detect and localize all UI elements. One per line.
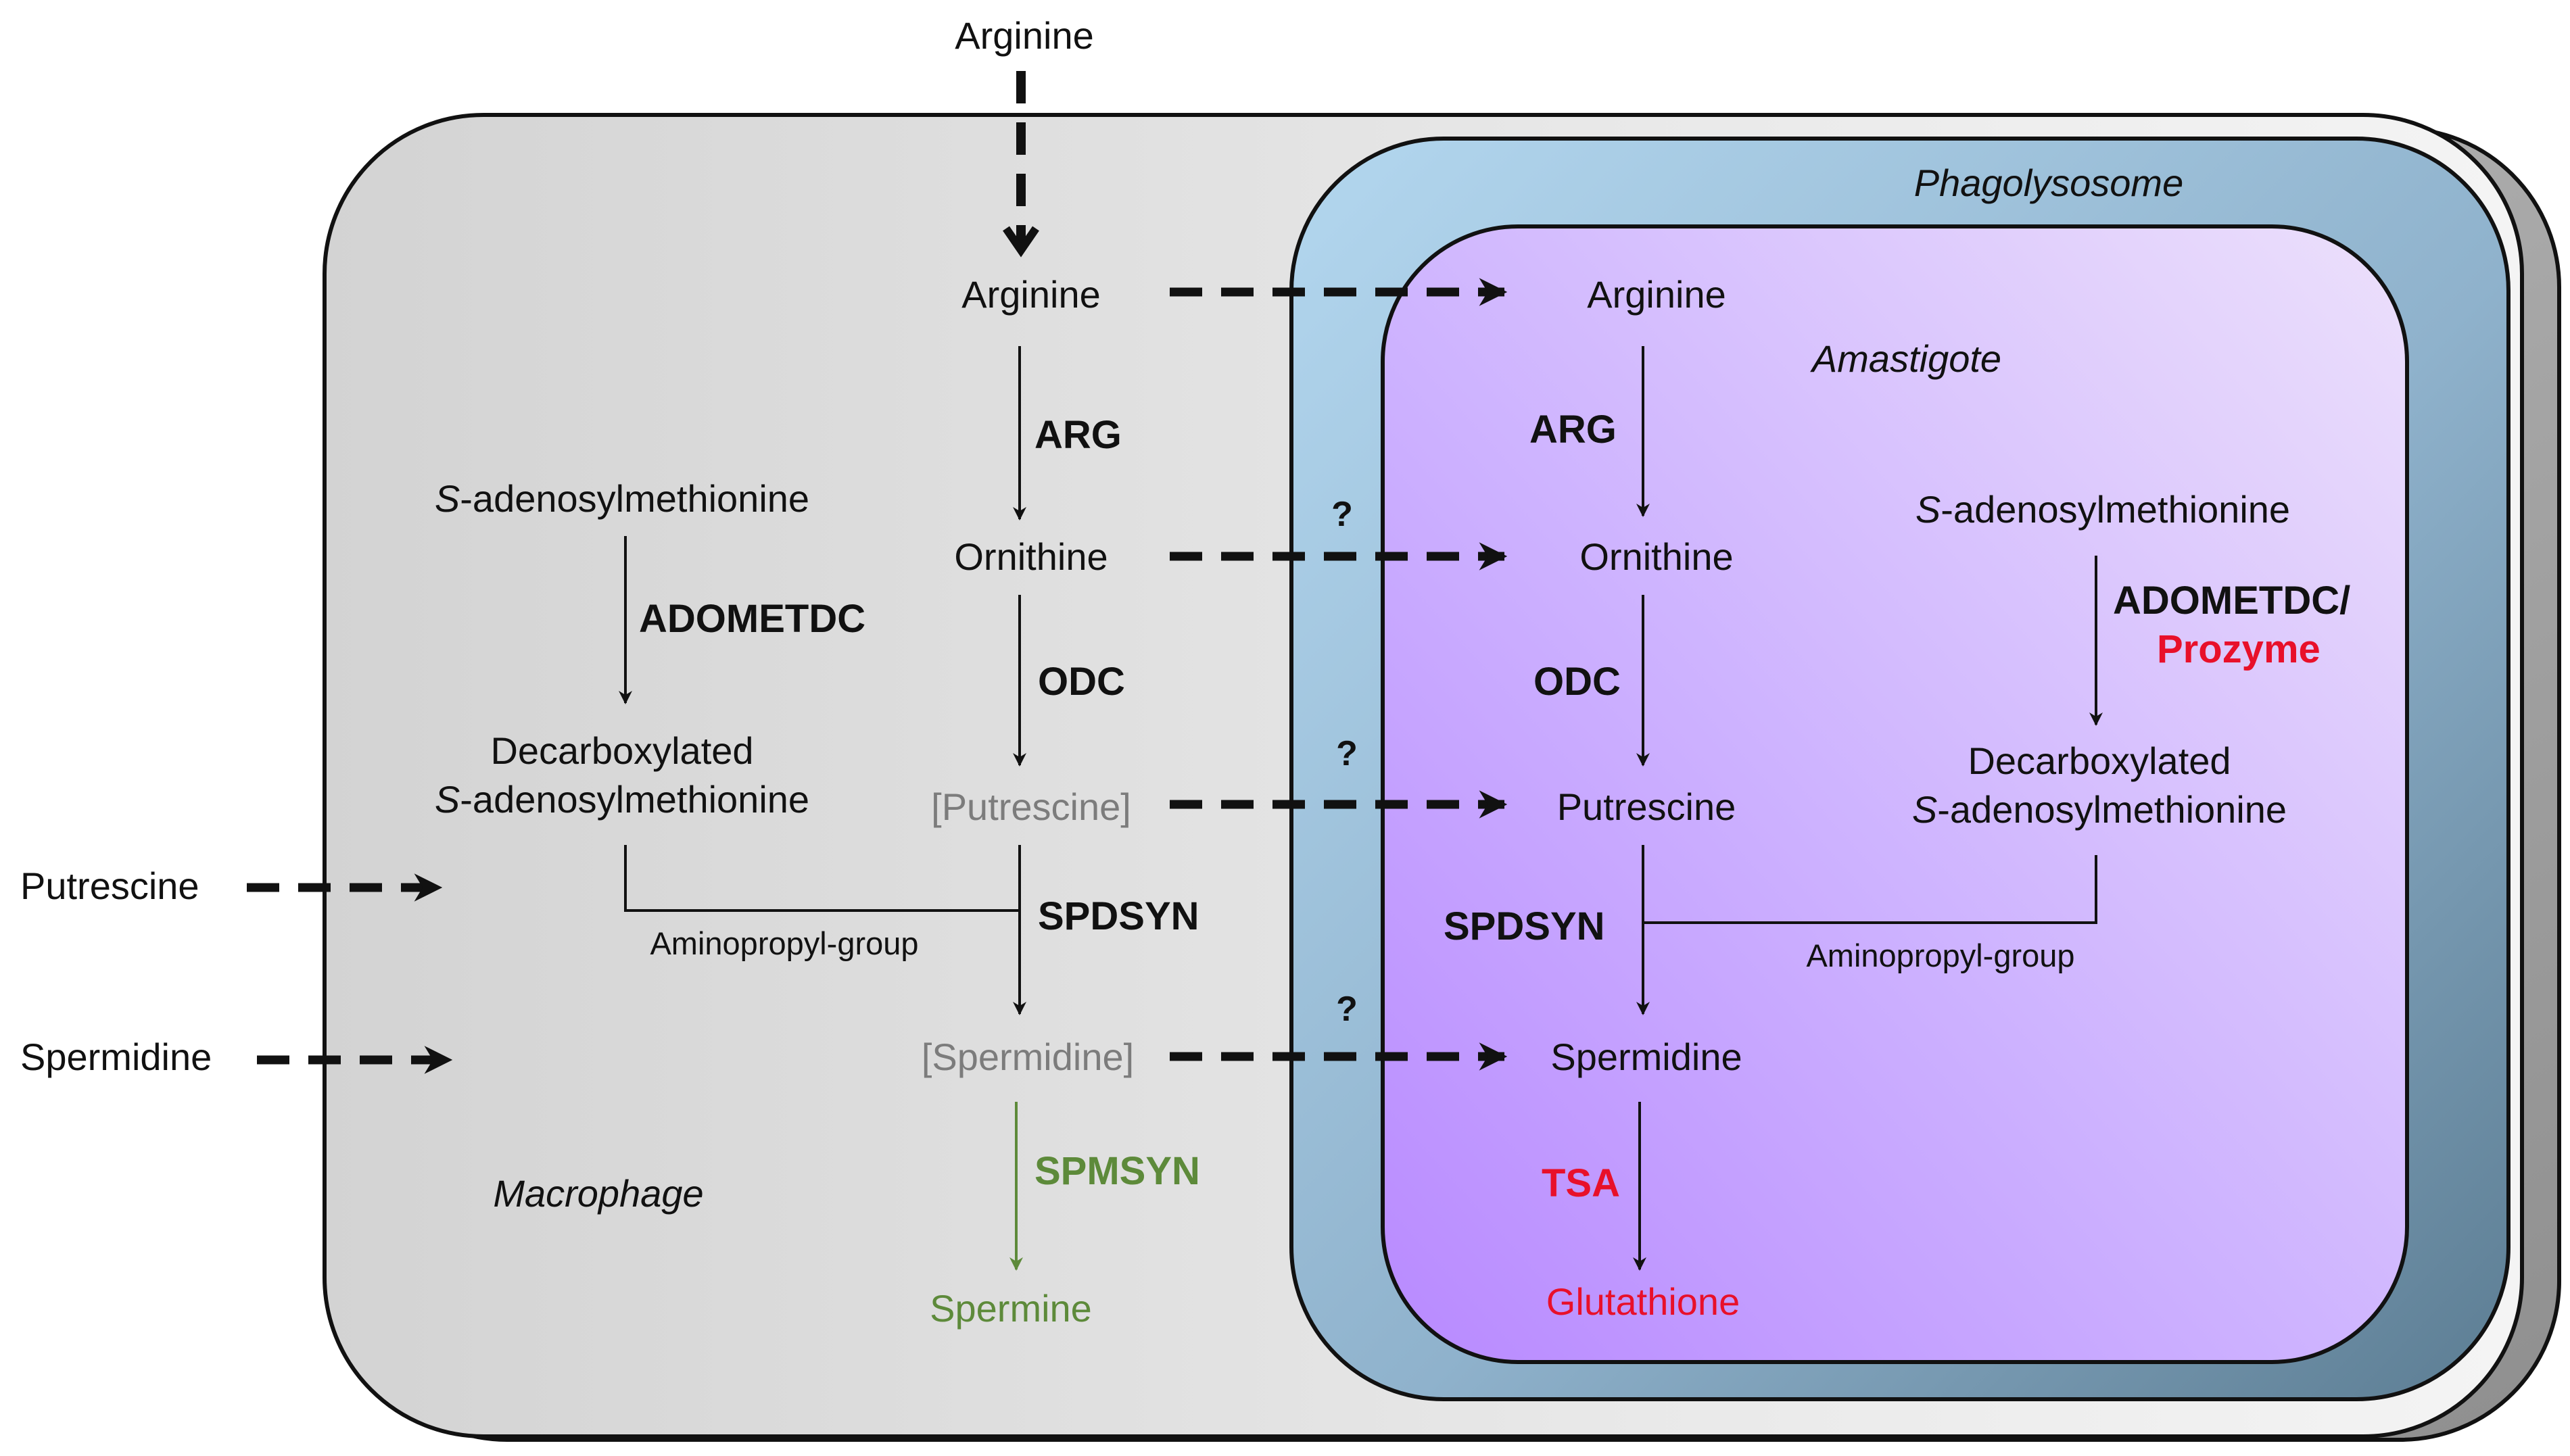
host-putrescine: [Putrescine] bbox=[931, 785, 1131, 828]
parasite-dcsam-line2: S-adenosylmethionine bbox=[1912, 788, 2287, 831]
parasite-enzyme-arg: ARG bbox=[1529, 408, 1617, 452]
host-ornithine: Ornithine bbox=[954, 535, 1108, 578]
phagolysosome-label: Phagolysosome bbox=[1914, 162, 2183, 204]
parasite-putrescine: Putrescine bbox=[1557, 785, 1736, 828]
parasite-enzyme-spdsyn: SPDSYN bbox=[1444, 904, 1605, 948]
macrophage-label: Macrophage bbox=[493, 1172, 703, 1215]
external-putrescine-label: Putrescine bbox=[20, 865, 199, 907]
host-enzyme-spmsyn: SPMSYN bbox=[1034, 1149, 1200, 1193]
amastigote-label: Amastigote bbox=[1810, 337, 2001, 380]
ornithine-transport-unknown: ? bbox=[1331, 495, 1353, 534]
parasite-enzyme-tsa: TSA bbox=[1542, 1161, 1620, 1205]
parasite-enzyme-adometdc: ADOMETDC/ bbox=[2113, 579, 2350, 623]
parasite-enzyme-prozyme: Prozyme bbox=[2157, 627, 2321, 671]
host-spermine: Spermine bbox=[930, 1287, 1092, 1330]
host-aminopropyl-label: Aminopropyl-group bbox=[650, 925, 918, 961]
host-dcsam-line2: S-adenosylmethionine bbox=[435, 778, 809, 821]
host-enzyme-odc: ODC bbox=[1038, 660, 1125, 704]
host-arginine: Arginine bbox=[961, 273, 1100, 316]
parasite-sam: S-adenosylmethionine bbox=[1915, 488, 2290, 531]
arginine-uptake-arrowhead bbox=[1003, 226, 1039, 258]
parasite-spermidine: Spermidine bbox=[1550, 1036, 1742, 1078]
external-arginine-label: Arginine bbox=[955, 14, 1093, 57]
parasite-aminopropyl-label: Aminopropyl-group bbox=[1806, 938, 2074, 973]
parasite-arginine: Arginine bbox=[1587, 273, 1726, 316]
host-enzyme-adometdc: ADOMETDC bbox=[639, 597, 865, 641]
host-aminopropyl-connector bbox=[624, 845, 1020, 912]
putrescine-transport-unknown: ? bbox=[1336, 734, 1358, 773]
host-sam: S-adenosylmethionine bbox=[435, 477, 809, 520]
parasite-ornithine: Ornithine bbox=[1579, 535, 1733, 578]
host-enzyme-spdsyn: SPDSYN bbox=[1038, 894, 1199, 938]
parasite-aminopropyl-connector bbox=[1643, 855, 2097, 924]
host-dcsam-line1: Decarboxylated bbox=[490, 729, 753, 772]
host-enzyme-arg: ARG bbox=[1034, 413, 1122, 457]
parasite-enzyme-odc: ODC bbox=[1533, 660, 1621, 704]
external-spermidine-label: Spermidine bbox=[20, 1036, 212, 1078]
spermidine-transport-unknown: ? bbox=[1336, 990, 1358, 1029]
host-spermidine: [Spermidine] bbox=[922, 1036, 1134, 1078]
parasite-dcsam-line1: Decarboxylated bbox=[1968, 739, 2231, 782]
parasite-glutathione: Glutathione bbox=[1546, 1280, 1740, 1323]
